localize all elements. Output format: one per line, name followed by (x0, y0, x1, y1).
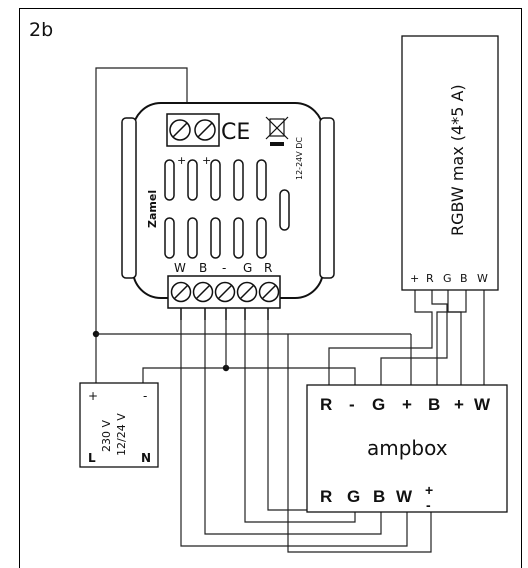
amp-terminal: B (428, 395, 440, 414)
bottom-terminal-label: B (199, 261, 207, 275)
controller-module: + + CE 12-24V DC Zamel W (121, 102, 335, 320)
bottom-terminal-label: W (174, 261, 186, 275)
amp-terminal: G (372, 395, 385, 414)
amp-out-terminal: R (320, 487, 332, 506)
weee-bin-icon (265, 116, 289, 146)
amp-terminal: - (349, 395, 355, 414)
amp-pm-minus: - (426, 497, 431, 513)
led-terminal: W (477, 272, 488, 285)
ce-mark-icon: CE (221, 120, 250, 145)
power-supply: + L 230 V 12/24 V - N (79, 382, 159, 468)
wire-b (204, 320, 382, 535)
top-terminal-label: + (202, 154, 211, 167)
bottom-terminal-label: R (264, 261, 272, 275)
figure-label: 2b (29, 19, 53, 41)
amp-terminal: + (402, 395, 412, 414)
led-terminal: + (410, 272, 419, 285)
psu-plus: + (88, 389, 98, 403)
diagram-frame (19, 8, 522, 568)
bottom-terminal-label: - (222, 261, 226, 275)
amp-out-terminal: G (347, 487, 360, 506)
psu-voltage-out: 12/24 V (115, 413, 128, 456)
psu-minus: - (143, 389, 147, 403)
wire-power-feed (95, 67, 188, 383)
ampbox: R - G + B + W ampbox R G B W + - (306, 384, 508, 513)
amp-out-terminal: W (396, 487, 413, 506)
wire-led-g (380, 290, 448, 385)
ampbox-name: ampbox (367, 436, 448, 460)
wire-g (244, 320, 356, 523)
bottom-terminal-label: G (243, 261, 252, 275)
psu-voltage-in: 230 V (100, 420, 113, 452)
amp-terminal: R (320, 395, 332, 414)
wires (92, 67, 485, 553)
vent-slots (164, 159, 290, 259)
wire-led-b (447, 290, 462, 385)
led-terminal: G (443, 272, 452, 285)
amp-pm-plus: + (425, 482, 433, 498)
brand-logo: Zamel (146, 190, 159, 228)
amp-terminal: W (474, 395, 491, 414)
wire-w (180, 320, 408, 547)
wire-negative-bus (142, 367, 356, 385)
psu-l: L (88, 451, 96, 465)
led-strip-label: RGBW max (4*5 A) (448, 84, 467, 236)
amp-out-terminal: B (373, 487, 385, 506)
led-terminal: B (460, 272, 468, 285)
wire-led-plus (436, 290, 467, 385)
led-terminal: R (426, 272, 434, 285)
wire-pm (287, 334, 432, 553)
amp-terminal: + (454, 395, 464, 414)
psu-n: N (141, 451, 151, 465)
led-strip: RGBW max (4*5 A) + R G B W (401, 35, 499, 291)
module-voltage: 12-24V DC (295, 137, 304, 180)
top-terminal-label: + (177, 154, 186, 167)
wire-led-r (328, 290, 433, 385)
